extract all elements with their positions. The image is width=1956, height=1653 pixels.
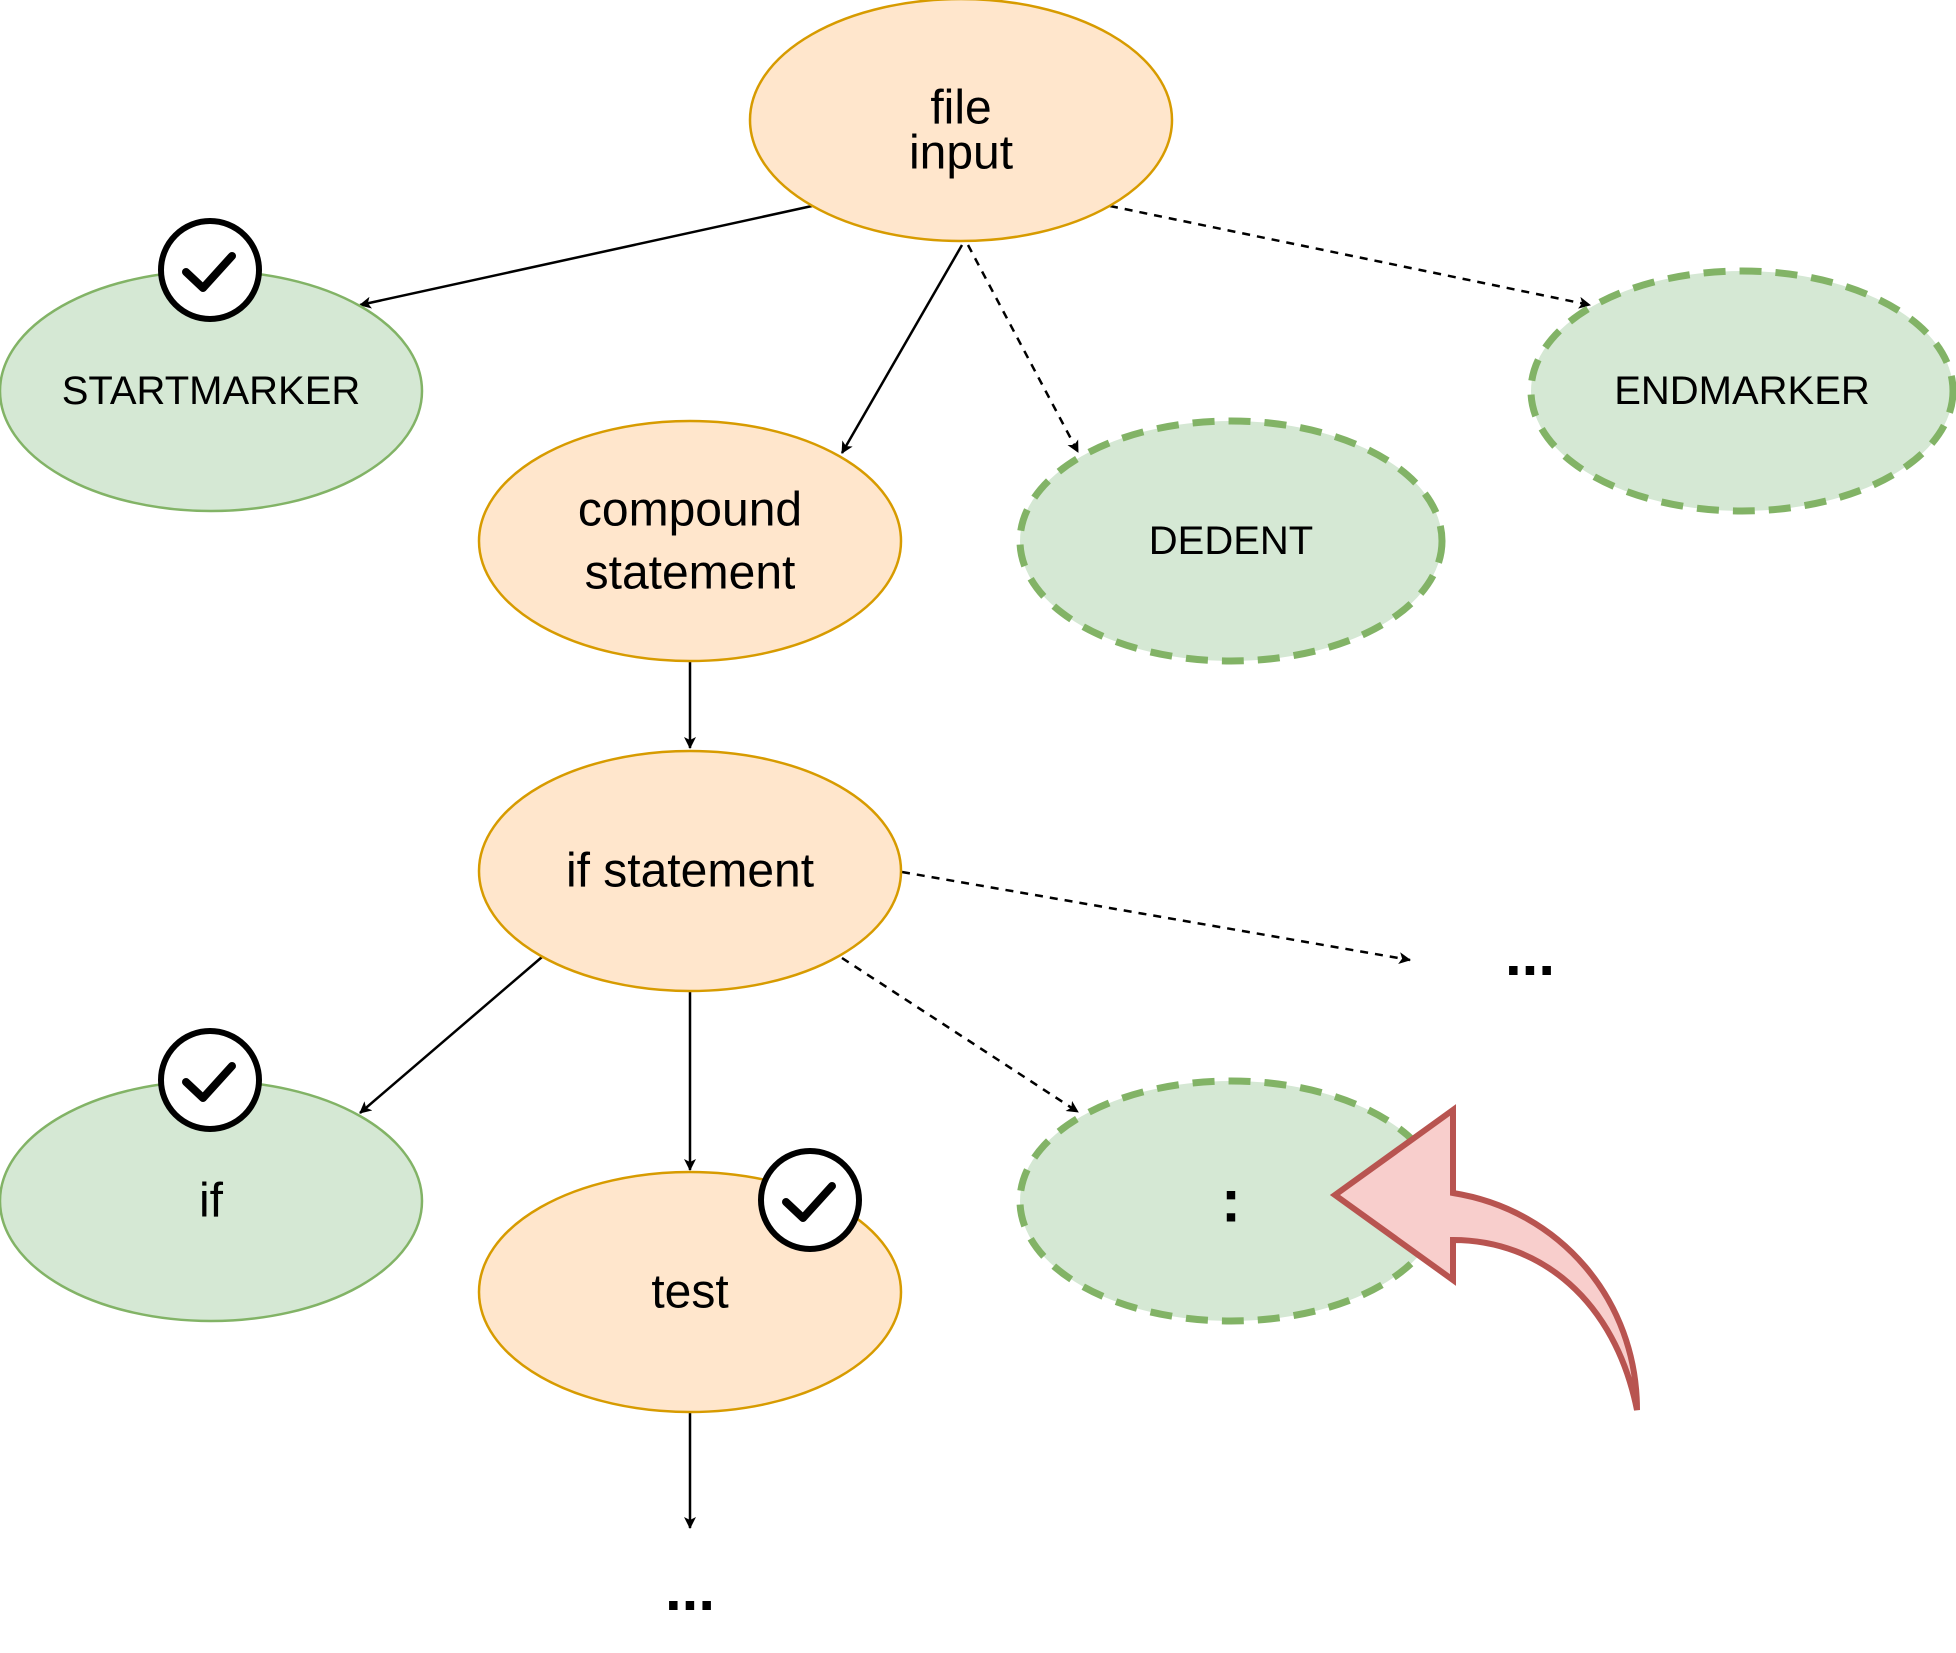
- node-endmarker: ENDMARKER: [1527, 267, 1956, 515]
- ellipsis-right: ...: [1505, 921, 1555, 988]
- check-circle-icon: [158, 218, 262, 322]
- node-compound-statement: compound statement: [477, 419, 903, 663]
- check-circle-icon: [158, 1028, 262, 1132]
- node-dedent-label: DEDENT: [1149, 519, 1313, 563]
- edge-file-input-to-endmarker: [1109, 204, 1591, 309]
- edge-file-input-to-compound-statement: [840, 244, 964, 454]
- edge-file-input-to-startmarker: [359, 204, 813, 309]
- node-file-input-label-line2: input: [909, 127, 1013, 180]
- node-if: if: [0, 1028, 424, 1323]
- node-colon-label: :: [1221, 1168, 1241, 1235]
- node-test: test: [477, 1148, 903, 1414]
- node-if-label: if: [199, 1175, 224, 1228]
- check-circle-icon: [758, 1148, 862, 1252]
- edge-if-statement-to-if: [359, 956, 543, 1114]
- node-compound-statement-label-line2: statement: [585, 547, 796, 600]
- edge-if-statement-to-colon: [841, 956, 1079, 1114]
- edge-if-statement-to-ellipsis: [901, 870, 1411, 965]
- node-startmarker-label: STARTMARKER: [62, 369, 361, 413]
- node-file-input: file input: [748, 0, 1174, 243]
- node-endmarker-label: ENDMARKER: [1614, 369, 1870, 413]
- curved-pointer-arrow-icon: [1329, 1104, 1640, 1411]
- node-test-label: test: [651, 1266, 728, 1319]
- node-compound-statement-label-line1: compound: [578, 484, 802, 537]
- node-if-statement-label: if statement: [566, 845, 814, 898]
- node-file-input-label-line1: file: [930, 82, 991, 135]
- node-if-statement: if statement: [477, 749, 903, 993]
- node-dedent: DEDENT: [1016, 417, 1446, 665]
- node-startmarker: STARTMARKER: [0, 218, 424, 513]
- edges: [359, 204, 1591, 1529]
- edge-file-input-to-dedent: [966, 244, 1080, 453]
- ellipsis-bottom: ...: [665, 1556, 715, 1623]
